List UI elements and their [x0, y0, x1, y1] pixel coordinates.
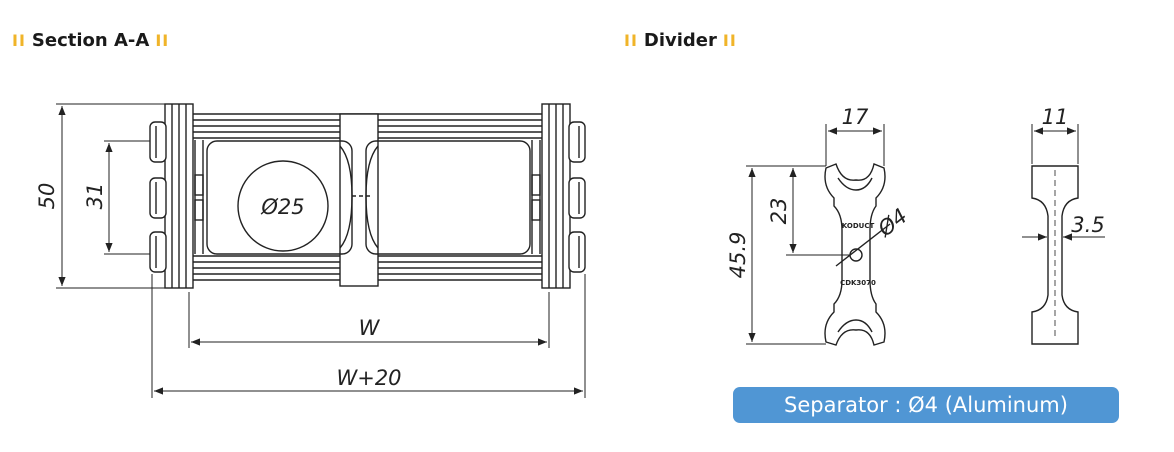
dim-divider-width: 17	[842, 105, 869, 129]
divider-side-dimensions	[1022, 124, 1105, 241]
divider-title: Divider	[643, 30, 717, 51]
dim-side-web: 3.5	[1071, 213, 1104, 237]
heading-bars-left: II	[624, 31, 638, 50]
dim-height-outer: 50	[35, 183, 59, 210]
section-a-title: Section A-A	[31, 30, 150, 51]
divider-side-view	[1031, 165, 1079, 345]
cable-circle	[237, 160, 329, 252]
dim-side-thickness: 11	[1042, 105, 1069, 129]
separator-badge: Separator : Ø4 (Aluminum)	[733, 387, 1119, 423]
divider-heading: II Divider II	[618, 30, 743, 51]
section-a-drawing	[149, 103, 586, 289]
divider-brand-mark: KODUCT	[842, 222, 875, 230]
dim-width-total: W+20	[336, 366, 401, 390]
divider-front-view	[824, 163, 891, 346]
dim-height-inner: 31	[83, 183, 107, 210]
divider-model-mark: CDK3070	[840, 279, 876, 287]
divider-front-dimensions	[746, 124, 885, 345]
dim-width: W	[359, 316, 381, 340]
section-a-heading: II Section A-A II	[6, 30, 175, 51]
dim-hole-diameter: Ø25	[260, 195, 304, 219]
dim-divider-upper: 23	[767, 198, 791, 225]
heading-bars-right: II	[722, 31, 737, 50]
section-a-dimensions	[56, 103, 586, 398]
dim-divider-overall: 45.9	[726, 232, 750, 279]
heading-bars-right: II	[155, 31, 170, 50]
dim-divider-hole: Ø4	[873, 204, 912, 242]
center-divider	[339, 113, 379, 287]
right-end-plate	[541, 103, 586, 289]
heading-bars-left: II	[12, 31, 26, 50]
left-end-plate	[149, 103, 194, 289]
